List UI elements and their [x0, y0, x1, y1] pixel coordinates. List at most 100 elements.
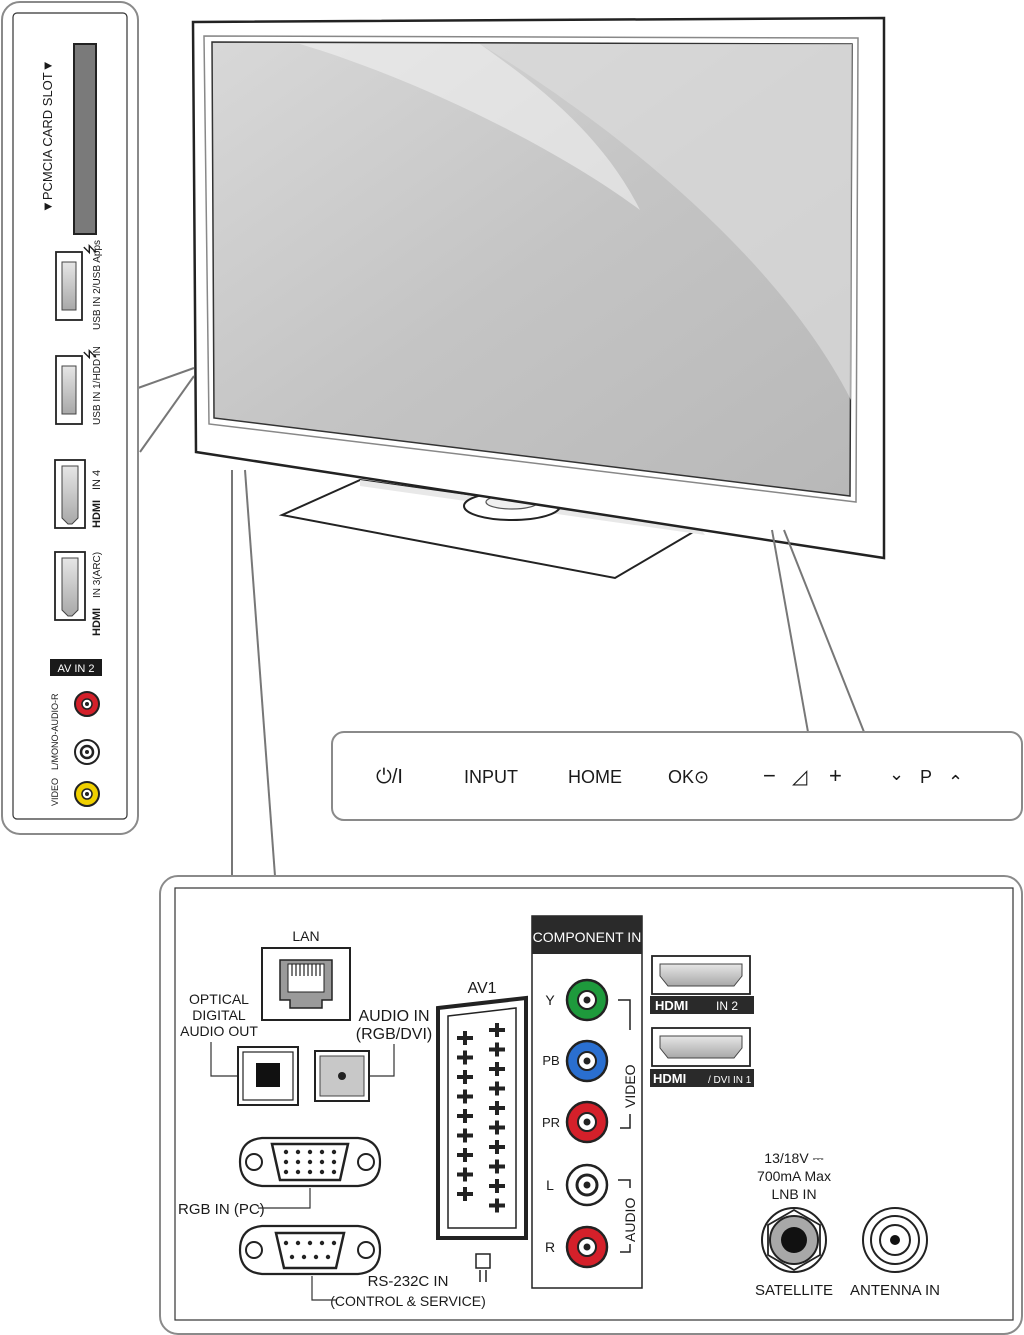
hdmi-in-4-label: IN 4 [91, 470, 103, 490]
scart-pins [457, 1023, 505, 1213]
optical-label-line2: DIGITAL [192, 1007, 246, 1023]
scart-pin [495, 1042, 499, 1057]
hdmi-in-4-port[interactable] [54, 459, 86, 529]
lnb-label-line1: 13/18V ⎓ [764, 1150, 823, 1166]
y-label: Y [545, 992, 555, 1008]
video-group-label: VIDEO [622, 1064, 638, 1108]
hdmi-in-2-label: IN 2 [716, 999, 738, 1013]
home-button[interactable]: HOME [568, 767, 622, 787]
rs232-pin [313, 1254, 319, 1260]
satellite-lnb-in-port[interactable] [761, 1207, 827, 1273]
pb-label: PB [542, 1053, 559, 1068]
rs-232c-in-port[interactable] [238, 1224, 382, 1276]
hdmi-in-2-port[interactable] [651, 955, 751, 995]
channel-down-button[interactable]: ⌄ [889, 764, 904, 784]
scart-pin [495, 1198, 499, 1213]
power-button[interactable]: ⏻/I [376, 766, 403, 788]
scart-pin [495, 1179, 499, 1193]
rear-panel: LAN OPTICAL DIGITAL AUDIO OUT AUDIO IN (… [159, 875, 1023, 1335]
callout-line-buttons [771, 529, 809, 733]
ok-button[interactable]: OK⊙ [668, 767, 709, 787]
rs-232c-label-line1: RS-232C IN [368, 1273, 449, 1290]
scart-pin [463, 1109, 467, 1123]
vga-pins [283, 1149, 337, 1175]
video-label: VIDEO [50, 778, 60, 806]
vga-pin [283, 1149, 289, 1155]
vga-pin [331, 1169, 337, 1175]
volume-up-button[interactable]: + [829, 763, 842, 788]
lan-port[interactable] [261, 947, 351, 1021]
input-button[interactable]: INPUT [464, 767, 518, 787]
hdmi-dvi-in-1-label: / DVI IN 1 [708, 1075, 752, 1086]
side-panel: ▼PCMCIA CARD SLOT▼ ⭍ USB IN 2/USB Apps ⭍… [1, 1, 139, 835]
component-pr-jack[interactable] [565, 1100, 609, 1144]
audio-in-rgb-dvi-jack[interactable] [314, 1050, 370, 1102]
hdmi-in-3-port[interactable] [54, 551, 86, 621]
antenna-in-port[interactable] [862, 1207, 928, 1273]
scart-pin [463, 1089, 467, 1104]
vga-pin [307, 1159, 313, 1165]
rs232-pin [325, 1254, 331, 1260]
component-pb-jack[interactable] [565, 1039, 609, 1083]
optical-audio-out-port[interactable] [237, 1046, 299, 1106]
channel-up-button[interactable]: ⌃ [948, 772, 963, 792]
hdmi-dvi-in-1-port[interactable] [651, 1027, 751, 1067]
hdmi-logo: HDMI [655, 998, 688, 1013]
video-jack[interactable] [74, 781, 100, 807]
r-label: R [545, 1239, 555, 1255]
vga-pin [295, 1169, 301, 1175]
audio-in-label-line2: (RGB/DVI) [356, 1026, 432, 1043]
optical-label-line3: AUDIO OUT [180, 1023, 258, 1039]
scart-pin [463, 1070, 467, 1084]
av-in-2-label: AV IN 2 [57, 663, 94, 675]
audio-r-jack[interactable] [74, 691, 100, 717]
rs-232c-label-line2: (CONTROL & SERVICE) [330, 1293, 486, 1309]
av1-scart-port[interactable] [436, 995, 528, 1240]
rs232-pin [289, 1254, 295, 1260]
pcmcia-card-slot[interactable] [73, 43, 97, 235]
vga-pin [319, 1169, 325, 1175]
scart-pin [495, 1101, 499, 1115]
pr-label: PR [542, 1115, 560, 1130]
hdmi-in-3-label: IN 3(ARC) [92, 552, 103, 598]
audio-r-jack[interactable] [565, 1225, 609, 1269]
component-in-label: COMPONENT IN [533, 929, 642, 945]
rs232-pin [301, 1254, 307, 1260]
usb-in-1-port[interactable] [55, 355, 83, 425]
vga-pin [319, 1149, 325, 1155]
optical-label-line1: OPTICAL [189, 991, 249, 1007]
lnb-label-line2: 700mA Max [757, 1168, 831, 1184]
rs232-pin [295, 1240, 301, 1246]
audio-l-jack[interactable] [565, 1163, 609, 1207]
scart-pin [463, 1148, 467, 1162]
antenna-in-label: ANTENNA IN [850, 1282, 940, 1299]
vga-pin [295, 1149, 301, 1155]
l-label: L [546, 1177, 554, 1193]
scart-pin [495, 1062, 499, 1076]
vga-pin [295, 1159, 301, 1165]
audio-in-label-line1: AUDIO IN [358, 1008, 429, 1025]
volume-down-button[interactable]: − [763, 763, 776, 788]
scart-pin [495, 1159, 499, 1174]
av-in-2-badge [50, 659, 102, 676]
lnb-label-line3: LNB IN [771, 1186, 816, 1202]
audio-l-mono-jack[interactable] [74, 739, 100, 765]
usb-icon: ⭍ [82, 243, 98, 255]
pcmcia-label: ▼PCMCIA CARD SLOT▼ [40, 59, 55, 213]
rgb-in-pc-port[interactable] [238, 1136, 382, 1188]
channel-label: P [920, 767, 932, 787]
vga-pin [283, 1169, 289, 1175]
component-y-jack[interactable] [565, 978, 609, 1022]
scart-pin [495, 1120, 499, 1135]
vga-pin [319, 1159, 325, 1165]
scart-pin [495, 1140, 499, 1154]
rs232-pin [319, 1240, 325, 1246]
hdmi-logo: HDMI [91, 608, 103, 636]
scart-pin [463, 1128, 467, 1143]
usb-in-2-port[interactable] [55, 251, 83, 321]
satellite-label: SATELLITE [755, 1282, 833, 1299]
scart-pin [463, 1031, 467, 1045]
scart-pin [495, 1023, 499, 1037]
scart-pin [463, 1167, 467, 1182]
